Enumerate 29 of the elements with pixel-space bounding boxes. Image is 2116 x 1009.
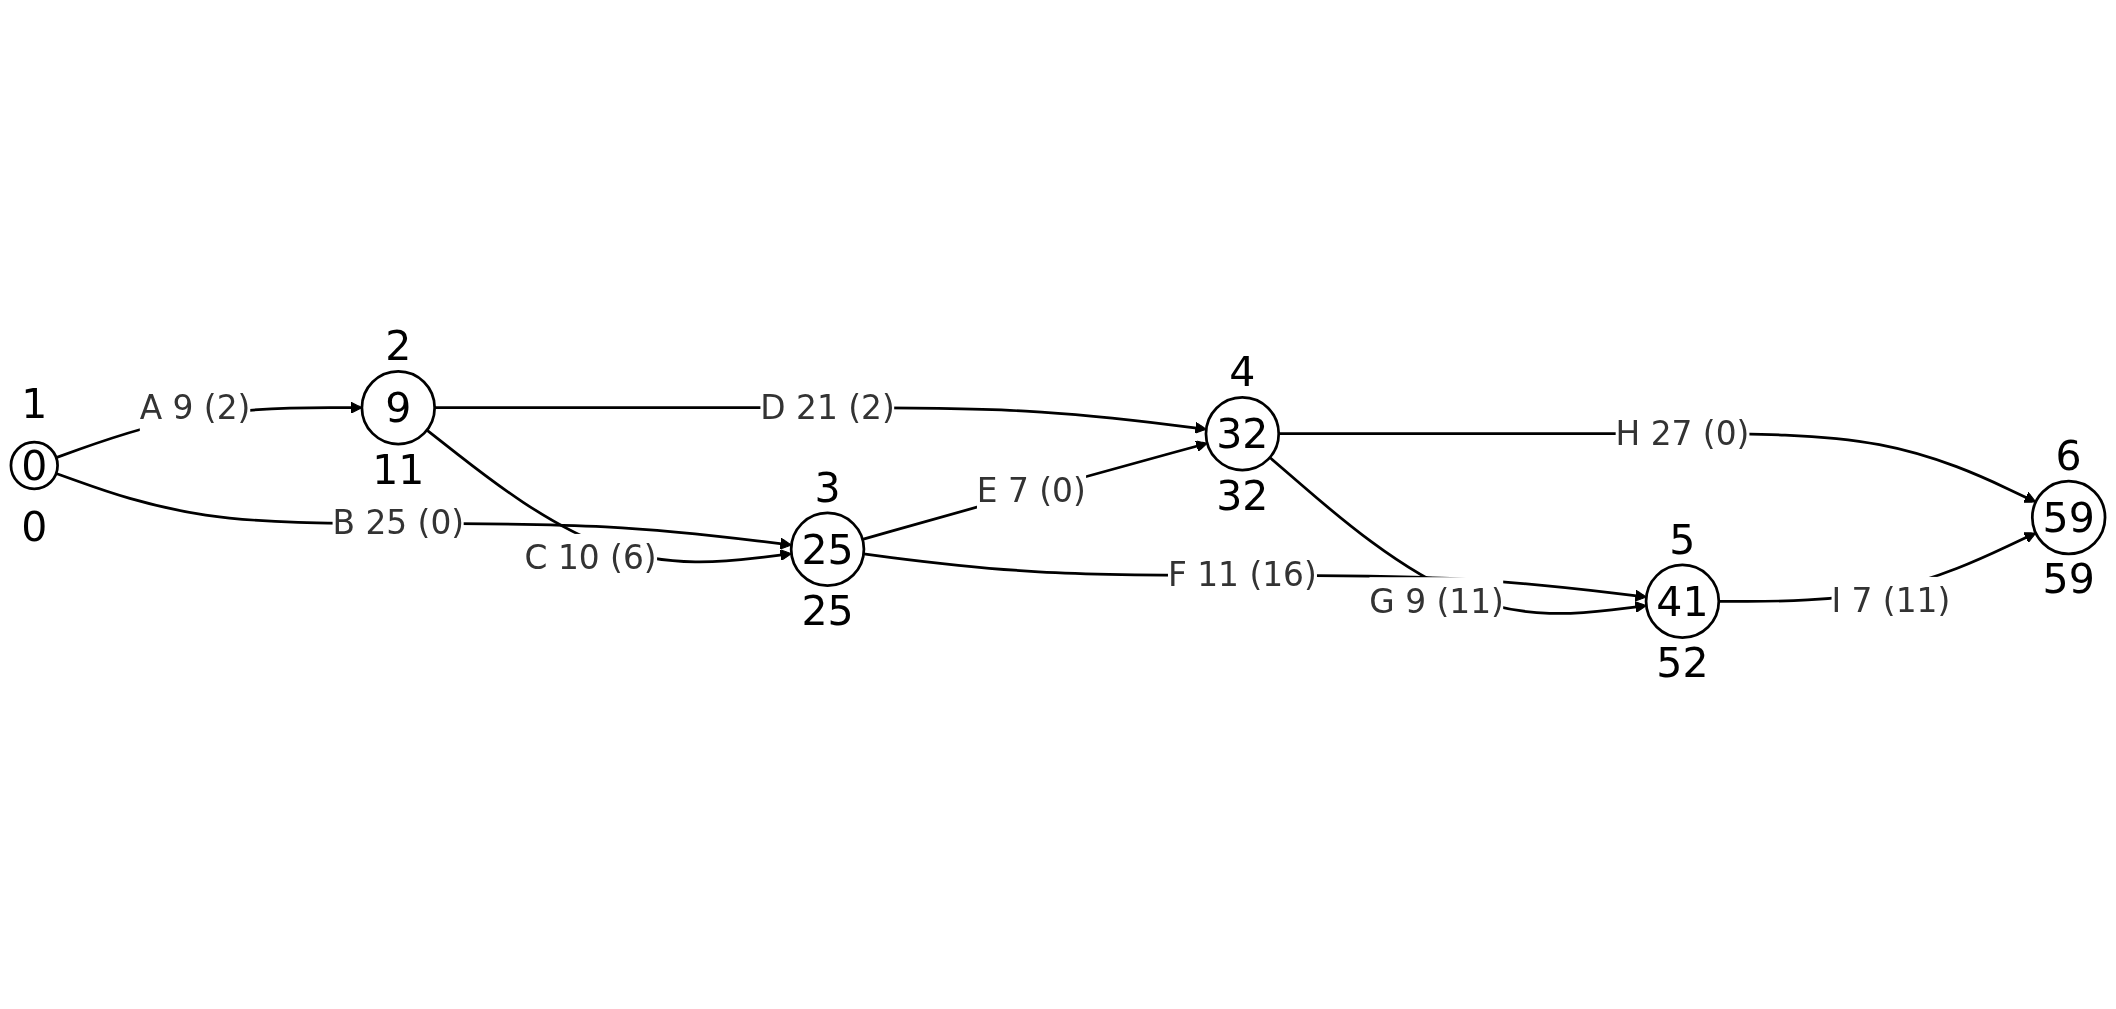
node-label: 32 xyxy=(1216,471,1269,520)
node-circle: 59 xyxy=(2030,479,2107,556)
edge-label: A 9 (2) xyxy=(139,388,251,427)
node-label: 5 xyxy=(1669,515,1696,564)
node-circle: 41 xyxy=(1644,563,1721,640)
edge-label: F 11 (16) xyxy=(1167,556,1317,595)
arrow xyxy=(55,472,792,550)
arrow xyxy=(862,440,1208,541)
edge-label: H 27 (0) xyxy=(1615,414,1750,453)
node-label: 6 xyxy=(2055,432,2082,480)
edge-label: G 9 (11) xyxy=(1369,582,1504,621)
node-label: 52 xyxy=(1656,638,1709,687)
edge-label: C 10 (6) xyxy=(524,539,657,578)
node-label: 4 xyxy=(1229,348,1256,397)
node-circle: 9 xyxy=(360,369,436,446)
node-circle: 32 xyxy=(1204,395,1281,472)
node-label: 11 xyxy=(372,445,425,494)
node-label: 0 xyxy=(21,503,48,552)
node-label: 59 xyxy=(2042,555,2095,603)
node-label: 3 xyxy=(814,463,841,512)
node-circle: 0 xyxy=(9,440,59,491)
edge-label: D 21 (2) xyxy=(760,388,895,427)
node-circle: 25 xyxy=(789,511,866,588)
node-label: 25 xyxy=(801,586,854,635)
node-label: 2 xyxy=(385,322,412,371)
edge-label: I 7 (11) xyxy=(1831,582,1951,621)
node-label: 1 xyxy=(21,380,48,428)
edge-label: E 7 (0) xyxy=(976,472,1086,511)
edge-label: B 25 (0) xyxy=(332,504,465,543)
